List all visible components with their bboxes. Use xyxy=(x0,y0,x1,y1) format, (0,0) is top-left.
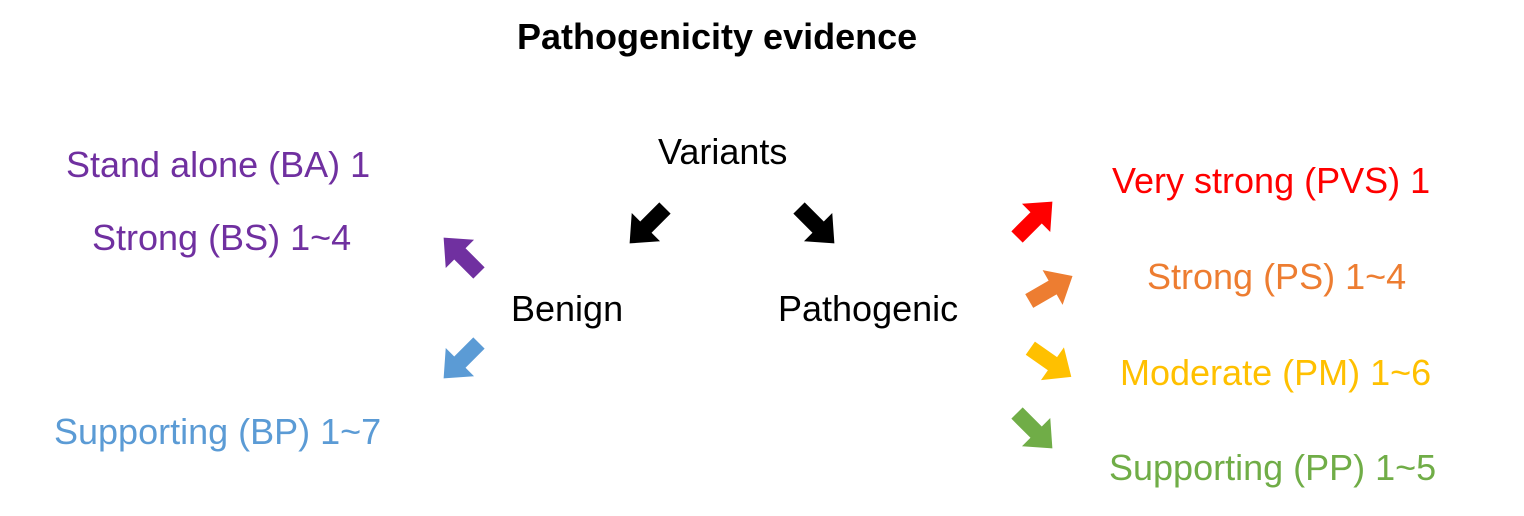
benign-label: Benign xyxy=(511,288,624,329)
pathogenic-label: Pathogenic xyxy=(778,288,959,329)
benign-stand-alone-label: Stand alone (BA) 1 xyxy=(66,144,371,185)
variants-to-pathogenic-arrow-icon xyxy=(793,202,835,244)
pathogenic-strong-arrow-icon xyxy=(1025,270,1073,308)
pathogenic-supporting-arrow-icon xyxy=(1011,407,1053,449)
benign-strong-arrow-icon xyxy=(443,237,485,279)
pathogenic-moderate-arrow-icon xyxy=(1025,341,1072,381)
benign-supporting-arrow-icon xyxy=(443,337,485,379)
pathogenic-supporting-label: Supporting (PP) 1~5 xyxy=(1109,447,1437,488)
variants-to-benign-arrow-icon xyxy=(629,202,671,244)
diagram-title: Pathogenicity evidence xyxy=(517,16,918,57)
pathogenic-strong-label: Strong (PS) 1~4 xyxy=(1147,256,1407,297)
pathogenic-very-strong-arrow-icon xyxy=(1011,201,1053,243)
pathogenic-moderate-label: Moderate (PM) 1~6 xyxy=(1120,352,1432,393)
variants-label: Variants xyxy=(658,131,788,172)
pathogenic-very-strong-label: Very strong (PVS) 1 xyxy=(1112,160,1431,201)
benign-supporting-label: Supporting (BP) 1~7 xyxy=(54,411,382,452)
benign-strong-label: Strong (BS) 1~4 xyxy=(92,217,352,258)
